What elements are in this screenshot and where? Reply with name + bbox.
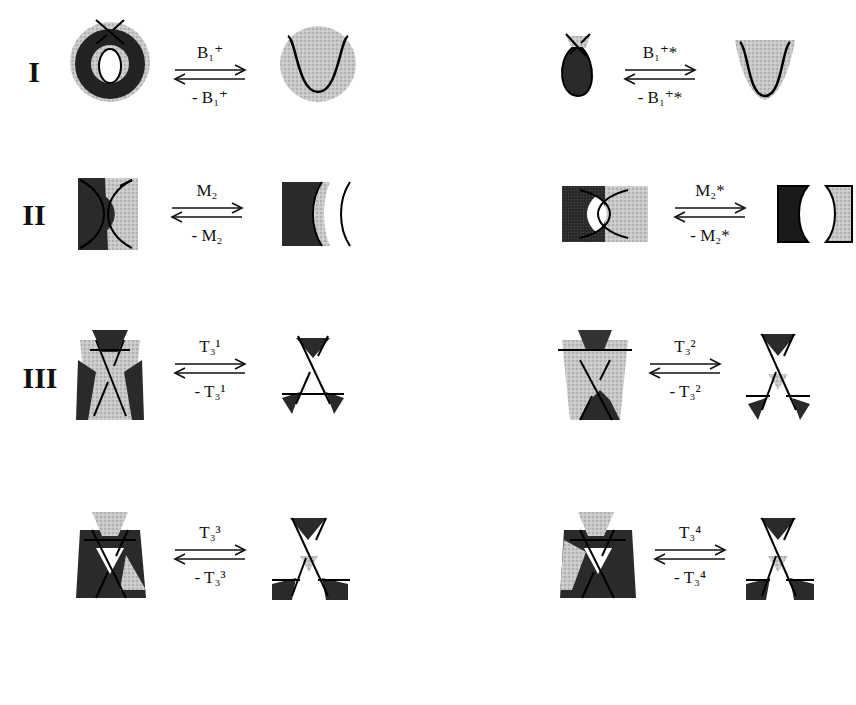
triangle-diagram [560,512,636,598]
triangle-diagram [76,330,144,420]
move-label: - T₃² [669,383,700,400]
move-label: B₁⁺ [197,44,223,61]
row-numeral: I [28,57,40,87]
move-label: - M₂ [192,227,223,244]
separated-regions [778,186,852,242]
move-label: - T₃¹ [194,383,225,400]
move-label: B₁⁺* [643,44,678,61]
kink-diagram [562,34,592,96]
triangle-diagram [282,336,344,414]
bigon-diagram [562,186,648,242]
row-numeral: III [22,363,57,393]
triangle-diagram [558,330,632,420]
move-label: T₃⁴ [679,524,701,541]
move-label: T₃³ [199,524,220,541]
move-label: M₂ [196,182,217,199]
move-label: - T₃⁴ [674,569,706,586]
untwisted-arc [280,26,356,102]
move-label: - B₁⁺ [192,89,228,106]
row-numeral: II [22,200,45,230]
triangle-diagram [746,334,810,420]
loop-diagram [70,14,150,102]
double-arrows [172,65,745,564]
move-label: - B₁⁺* [638,89,683,106]
triangle-diagram [76,512,146,598]
move-label: T₃² [674,338,695,355]
move-label: T₃¹ [199,338,220,355]
separated-arcs [282,182,350,246]
triangle-diagram [746,518,814,600]
move-label: M₂* [695,182,725,199]
move-label: - M₂* [690,227,729,244]
move-label: - T₃³ [194,569,225,586]
bigon-diagram [78,178,138,250]
cup-region [735,40,795,100]
triangle-diagram [272,518,350,600]
